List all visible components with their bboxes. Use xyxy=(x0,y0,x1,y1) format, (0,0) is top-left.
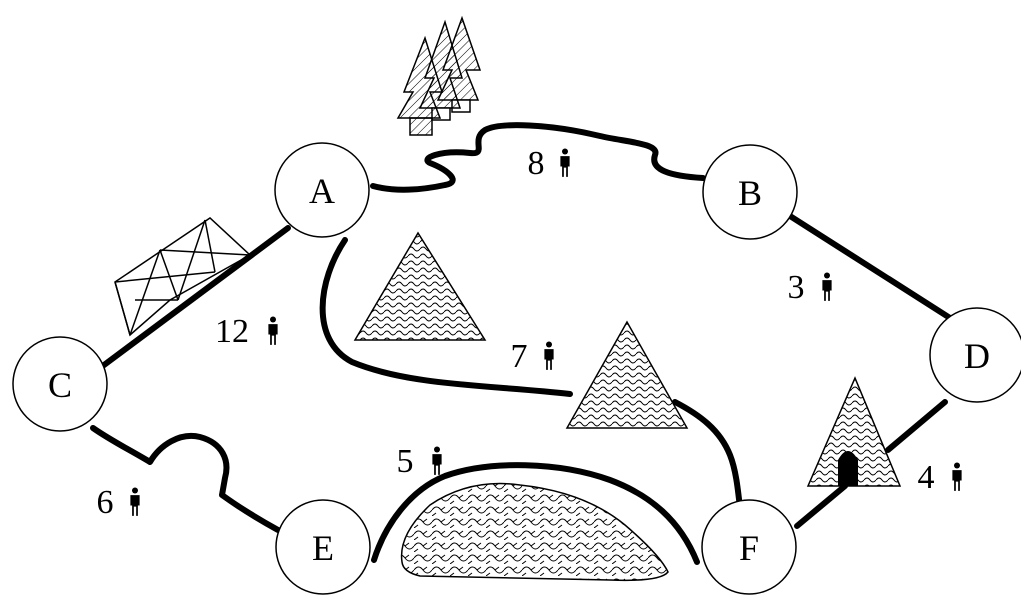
edge-ef-value: 5 xyxy=(397,443,414,480)
node-e[interactable]: E xyxy=(275,499,371,595)
edge-label-ef: 5 xyxy=(397,443,442,480)
road-d-f xyxy=(794,399,948,529)
node-c-label: C xyxy=(48,365,72,405)
edge-label-ab: 8 xyxy=(528,145,570,182)
edge-label-ac: 12 xyxy=(215,313,278,350)
edge-label-bd: 3 xyxy=(788,269,832,306)
edge-label-ce: 6 xyxy=(97,484,140,521)
mountain-icon xyxy=(353,231,487,341)
person-icon xyxy=(952,462,962,491)
node-d[interactable]: D xyxy=(929,307,1021,403)
edge-af-value: 7 xyxy=(511,338,528,375)
edge-label-df: 4 xyxy=(918,459,962,496)
node-b-label: B xyxy=(738,173,762,213)
node-c[interactable]: C xyxy=(12,336,108,432)
forest-icon xyxy=(396,15,482,136)
person-icon xyxy=(432,446,442,475)
node-b[interactable]: B xyxy=(702,144,798,240)
edge-df-value: 4 xyxy=(918,459,935,496)
edge-ab-value: 8 xyxy=(528,145,545,182)
person-icon xyxy=(544,341,554,370)
road-e-f xyxy=(371,462,700,565)
mountain-icon xyxy=(565,320,689,429)
edge-bd-value: 3 xyxy=(788,269,805,306)
road-b-d xyxy=(787,213,953,321)
road-c-e xyxy=(90,425,281,533)
person-icon xyxy=(560,148,570,177)
edge-label-af: 7 xyxy=(511,338,554,375)
edge-ce-value: 6 xyxy=(97,484,114,521)
edge-ac-value: 12 xyxy=(215,313,249,350)
node-a-label: A xyxy=(309,171,335,211)
node-f-label: F xyxy=(739,528,759,568)
road-a-f xyxy=(319,237,743,511)
node-f[interactable]: F xyxy=(701,499,797,595)
blocks-icon xyxy=(114,217,252,337)
lake-icon xyxy=(400,482,669,582)
node-e-label: E xyxy=(312,528,334,568)
road-a-c xyxy=(97,225,291,371)
person-icon xyxy=(130,487,140,516)
node-d-label: D xyxy=(964,336,990,376)
node-a[interactable]: A xyxy=(274,142,370,238)
person-icon xyxy=(822,272,832,301)
person-icon xyxy=(268,316,278,345)
cave-mountain-icon xyxy=(806,376,902,487)
road-a-b xyxy=(370,122,706,193)
